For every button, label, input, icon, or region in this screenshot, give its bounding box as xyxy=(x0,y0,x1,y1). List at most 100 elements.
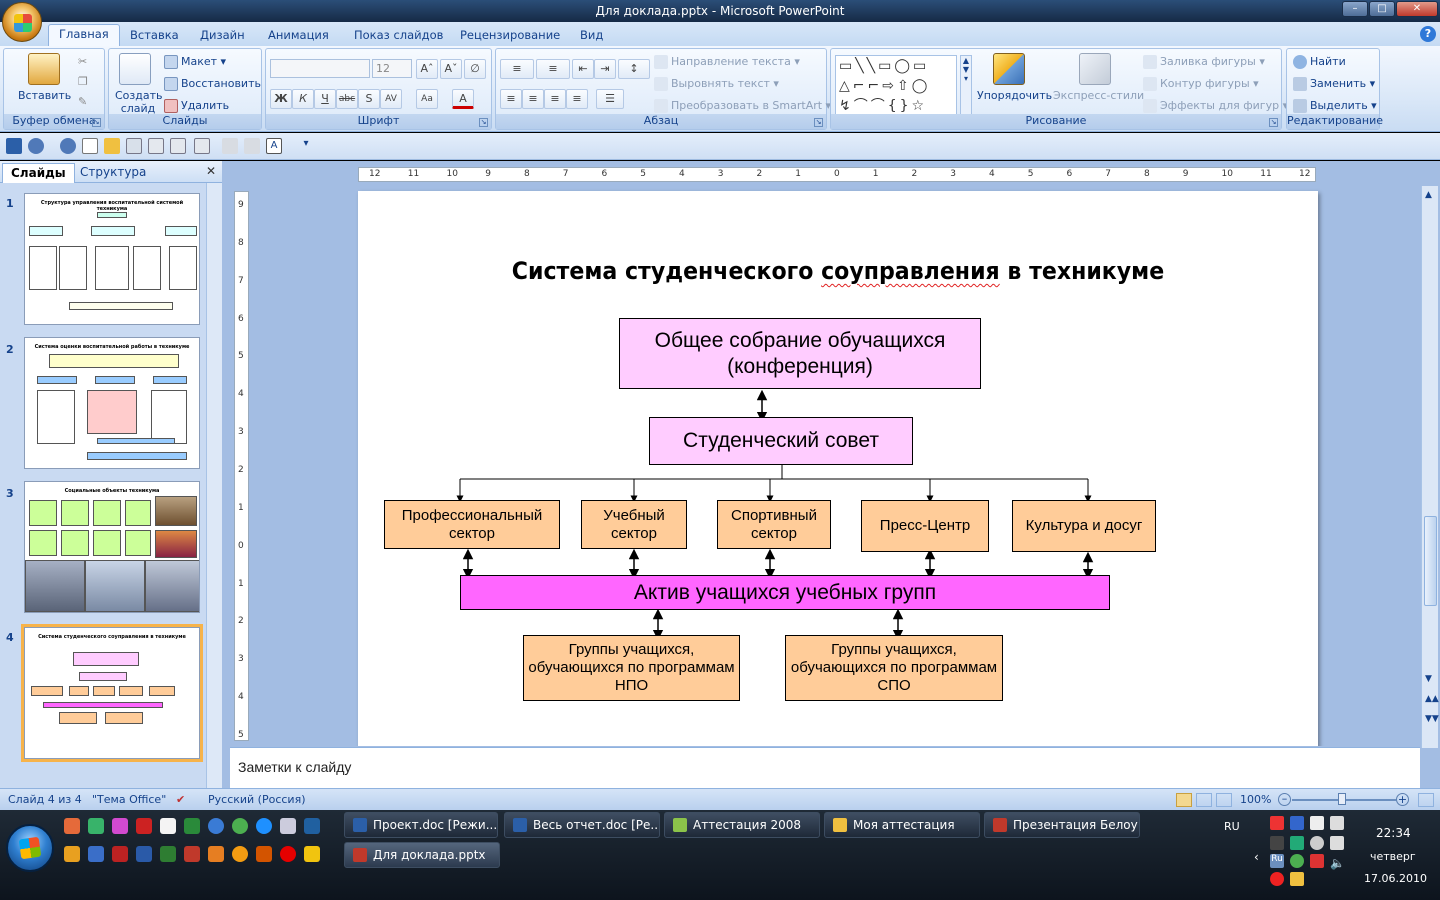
strike-icon[interactable]: abc xyxy=(336,89,358,109)
normal-view-icon[interactable] xyxy=(1176,793,1192,807)
shapes-gallery[interactable]: ▭╲╲▭◯▭△⌐⌐⇨⇧◯↯⌒⌒{}☆ xyxy=(835,55,957,115)
tab-review[interactable]: Рецензирование xyxy=(460,28,561,42)
input-language[interactable]: RU xyxy=(1224,820,1240,833)
box-student-council[interactable]: Студенческий совет xyxy=(649,417,913,465)
quicklaunch-icon[interactable] xyxy=(304,846,320,862)
taskbar-button-project[interactable]: Проект.doc [Режи... xyxy=(344,812,498,838)
case-icon[interactable]: Aa xyxy=(416,89,438,109)
redo-icon[interactable] xyxy=(60,138,76,154)
new-doc-icon[interactable] xyxy=(82,138,98,154)
drawing-launcher-icon[interactable]: ↘ xyxy=(1269,118,1278,127)
numbering-icon[interactable]: ≡ xyxy=(536,59,570,79)
text-direction-button[interactable]: Направление текста ▾ xyxy=(654,55,800,69)
opera-icon[interactable] xyxy=(280,846,296,862)
grow-font-icon[interactable]: Aˆ xyxy=(416,59,438,79)
slide-title[interactable]: Система студенческого соуправления в тех… xyxy=(511,257,1165,285)
quicklaunch-icon[interactable] xyxy=(208,818,224,834)
select-button[interactable]: Выделить ▾ xyxy=(1293,99,1377,113)
print-preview-icon[interactable] xyxy=(126,138,142,154)
shadow-icon[interactable]: S xyxy=(358,89,380,109)
slide-icon[interactable] xyxy=(148,138,164,154)
align-right-icon[interactable]: ≡ xyxy=(544,89,566,109)
taskbar-button-current-pptx[interactable]: Для доклада.pptx xyxy=(344,842,500,868)
textbox-icon[interactable]: A xyxy=(266,138,282,154)
scroll-down-icon[interactable]: ▼ xyxy=(1425,674,1432,684)
sorter-view-icon[interactable] xyxy=(1196,793,1212,807)
box-npo-groups[interactable]: Группы учащихся, обучающихся по программ… xyxy=(523,635,740,701)
find-button[interactable]: Найти xyxy=(1293,55,1346,69)
tab-view[interactable]: Вид xyxy=(580,28,604,42)
slide-scrollbar[interactable]: ▲ ▼ ▲▲ ▼▼ xyxy=(1421,186,1439,748)
start-button[interactable] xyxy=(6,824,54,872)
tray-icon[interactable] xyxy=(1270,836,1284,850)
prev-slide-icon[interactable]: ▲▲ xyxy=(1425,694,1439,704)
tray-icon[interactable] xyxy=(1310,836,1324,850)
tab-insert[interactable]: Вставка xyxy=(130,28,179,42)
ie-icon[interactable] xyxy=(256,818,272,834)
tab-slideshow[interactable]: Показ слайдов xyxy=(354,28,444,42)
undo-icon[interactable] xyxy=(28,138,44,154)
tray-icon[interactable] xyxy=(1270,816,1284,830)
quicklaunch-icon[interactable] xyxy=(88,846,104,862)
tab-design[interactable]: Дизайн xyxy=(200,28,245,42)
indent-increase-icon[interactable]: ⇥ xyxy=(594,59,616,79)
maximize-button[interactable]: □ xyxy=(1369,1,1395,17)
align-left-icon[interactable]: ≡ xyxy=(500,89,522,109)
clock-time[interactable]: 22:34 xyxy=(1376,826,1411,840)
shape-outline-button[interactable]: Контур фигуры ▾ xyxy=(1143,77,1259,91)
smartart-button[interactable]: Преобразовать в SmartArt ▾ xyxy=(654,99,831,113)
font-color-icon[interactable]: A xyxy=(452,89,474,109)
quicklaunch-icon[interactable] xyxy=(136,818,152,834)
language[interactable]: Русский (Россия) xyxy=(208,793,306,806)
shape-fill-button[interactable]: Заливка фигуры ▾ xyxy=(1143,55,1265,69)
arrange-button[interactable]: Упорядочить xyxy=(977,89,1053,102)
clipboard-launcher-icon[interactable]: ↘ xyxy=(92,118,101,127)
box-culture-leisure[interactable]: Культура и досуг xyxy=(1012,500,1156,552)
group-icon[interactable] xyxy=(170,138,186,154)
tab-home[interactable]: Главная xyxy=(48,24,120,46)
table-icon[interactable] xyxy=(194,138,210,154)
next-slide-icon[interactable]: ▼▼ xyxy=(1425,714,1439,724)
quicklaunch-icon[interactable] xyxy=(184,818,200,834)
tab-outline[interactable]: Структура xyxy=(80,165,147,179)
language-tray-icon[interactable]: Ru xyxy=(1270,854,1284,868)
quicklaunch-icon[interactable] xyxy=(88,818,104,834)
tray-icon[interactable] xyxy=(1290,854,1304,868)
quicklaunch-icon[interactable] xyxy=(256,846,272,862)
close-button[interactable]: ✕ xyxy=(1396,1,1438,17)
font-launcher-icon[interactable]: ↘ xyxy=(479,118,488,127)
network-icon[interactable] xyxy=(1330,836,1344,850)
slideshow-view-icon[interactable] xyxy=(1216,793,1232,807)
slide-canvas[interactable]: Система студенческого соуправления в тех… xyxy=(358,191,1318,746)
tab-slides[interactable]: Слайды xyxy=(2,163,75,183)
tray-icon[interactable] xyxy=(1310,816,1324,830)
spellcheck-icon[interactable]: ✔ xyxy=(176,793,186,806)
tray-expand-icon[interactable]: ‹ xyxy=(1254,850,1259,864)
chart-icon[interactable] xyxy=(244,138,260,154)
font-name-field[interactable] xyxy=(270,59,370,78)
underline-icon[interactable]: Ч xyxy=(314,89,336,109)
align-center-icon[interactable]: ≡ xyxy=(522,89,544,109)
italic-icon[interactable]: К xyxy=(292,89,314,109)
taskbar-button-my-attestation[interactable]: Моя аттестация xyxy=(824,812,980,838)
save-icon[interactable] xyxy=(6,138,22,154)
box-group-activ[interactable]: Актив учащихся учебных групп xyxy=(460,575,1110,610)
theme-name[interactable]: "Тема Office" xyxy=(92,793,167,806)
tray-icon[interactable] xyxy=(1290,836,1304,850)
delete-slide-button[interactable]: Удалить xyxy=(164,99,229,113)
zoom-level[interactable]: 100% xyxy=(1240,793,1272,806)
quick-styles-button[interactable]: Экспресс-стили xyxy=(1053,89,1145,102)
slide-thumbnail-3[interactable]: Социальные объекты техникума xyxy=(24,481,200,613)
shrink-font-icon[interactable]: Aˇ xyxy=(440,59,462,79)
slide-thumbnail-4[interactable]: Система студенческого соуправления в тех… xyxy=(21,624,203,762)
volume-icon[interactable]: 🔈 xyxy=(1330,856,1345,870)
tray-icon[interactable] xyxy=(1290,872,1304,886)
cut-icon[interactable]: ✂ xyxy=(78,55,88,68)
shape-effects-button[interactable]: Эффекты для фигур ▾ xyxy=(1143,99,1288,113)
quicklaunch-icon[interactable] xyxy=(64,818,80,834)
zoom-slider-knob[interactable] xyxy=(1338,793,1346,805)
paragraph-launcher-icon[interactable]: ↘ xyxy=(814,118,823,127)
help-icon[interactable]: ? xyxy=(1420,26,1436,42)
slide-thumbnail-1[interactable]: Структура управления воспитательной сист… xyxy=(24,193,200,325)
quicklaunch-icon[interactable] xyxy=(160,846,176,862)
